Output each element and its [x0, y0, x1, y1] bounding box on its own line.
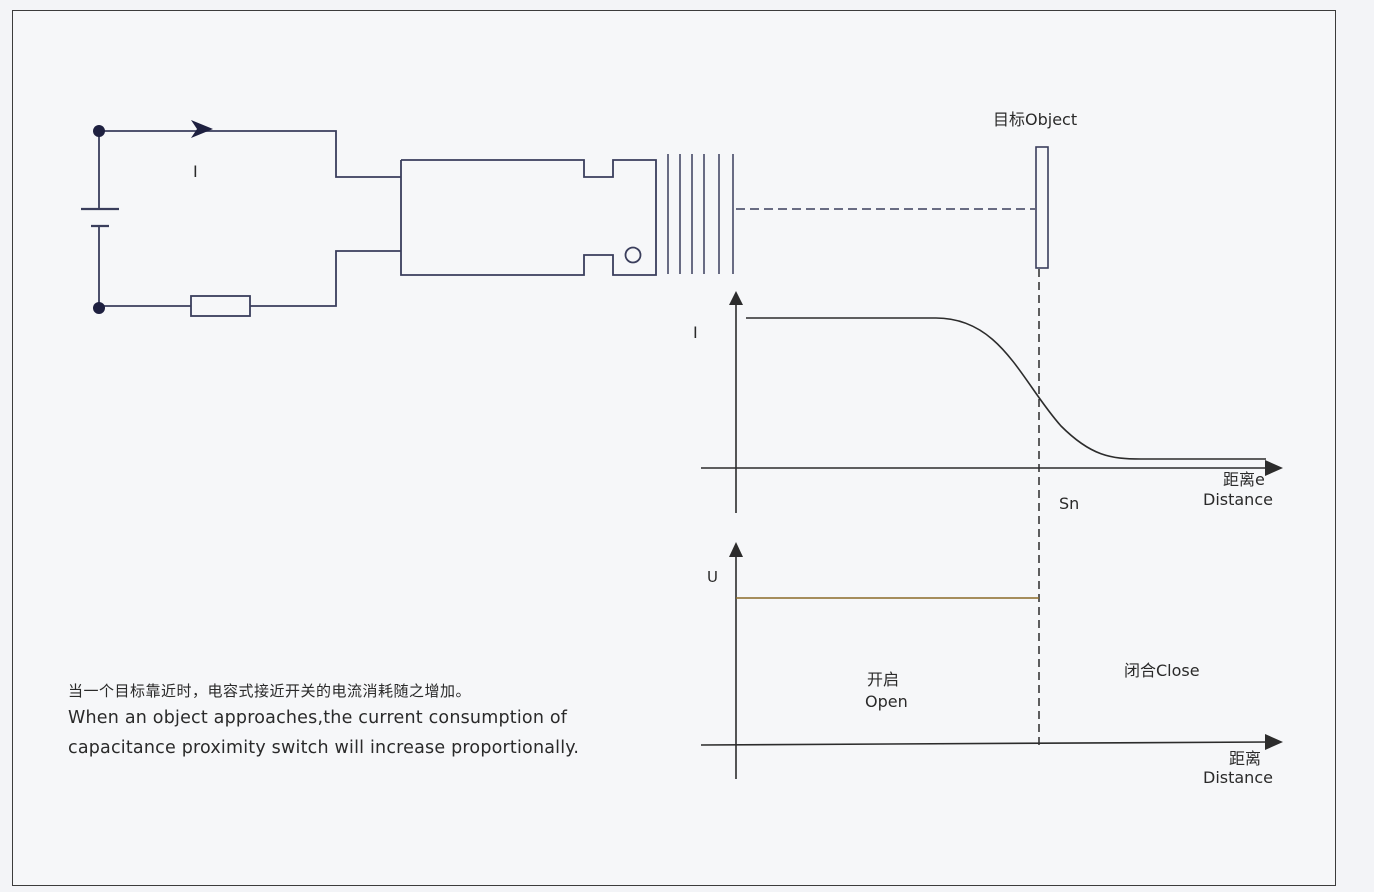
current-graph: I Sn 距离e Distance [693, 291, 1283, 513]
distance-label-1-zh: 距离e [1223, 470, 1265, 489]
resistor [190, 295, 251, 317]
target-object-plate [1035, 146, 1049, 269]
voltage-graph: U 开启 Open 闭合Close 距离 Distance [700, 542, 1283, 787]
object-label: 目标Object [993, 110, 1077, 129]
caption: 当一个目标靠近时，电容式接近开关的电流消耗随之增加。 When an objec… [68, 679, 688, 763]
open-label-en: Open [865, 692, 908, 711]
bottom-wire-right [250, 250, 401, 307]
caption-en-line1: When an object approaches,the current co… [68, 708, 568, 728]
diagram-sheet: I 目标Object I Sn 距离e Distance [12, 10, 1336, 886]
sensor-body [400, 159, 657, 276]
current-consumption-curve [746, 317, 1266, 460]
open-label-zh: 开启 [867, 670, 899, 689]
voltage-axis-label: U [707, 568, 718, 586]
circuit [81, 130, 1049, 317]
sensing-plates [667, 154, 734, 274]
terminal-top [93, 125, 105, 137]
current-axis-label: I [693, 323, 698, 342]
current-graph-y-arrow-icon [729, 291, 743, 305]
sn-label: Sn [1059, 494, 1079, 513]
voltage-graph-x-axis [700, 741, 1270, 746]
distance-label-2-zh: 距离 [1229, 749, 1261, 768]
current-symbol-label: I [193, 162, 198, 181]
caption-en-line2: capacitance proximity switch will increa… [68, 738, 580, 758]
capacitive-switch-diagram: I 目标Object I Sn 距离e Distance [81, 110, 1283, 787]
top-wire [99, 130, 401, 178]
terminal-bottom [93, 302, 105, 314]
distance-label-2-en: Distance [1203, 768, 1273, 787]
distance-label-1-en: Distance [1203, 490, 1273, 509]
close-label: 闭合Close [1124, 661, 1200, 680]
current-arrow-icon [191, 120, 213, 138]
caption-zh: 当一个目标靠近时，电容式接近开关的电流消耗随之增加。 [68, 682, 472, 700]
voltage-graph-y-arrow-icon [729, 542, 743, 557]
voltage-graph-x-arrow-icon [1265, 734, 1283, 750]
sensor-indicator [624, 246, 642, 264]
current-graph-x-arrow-icon [1265, 460, 1283, 476]
